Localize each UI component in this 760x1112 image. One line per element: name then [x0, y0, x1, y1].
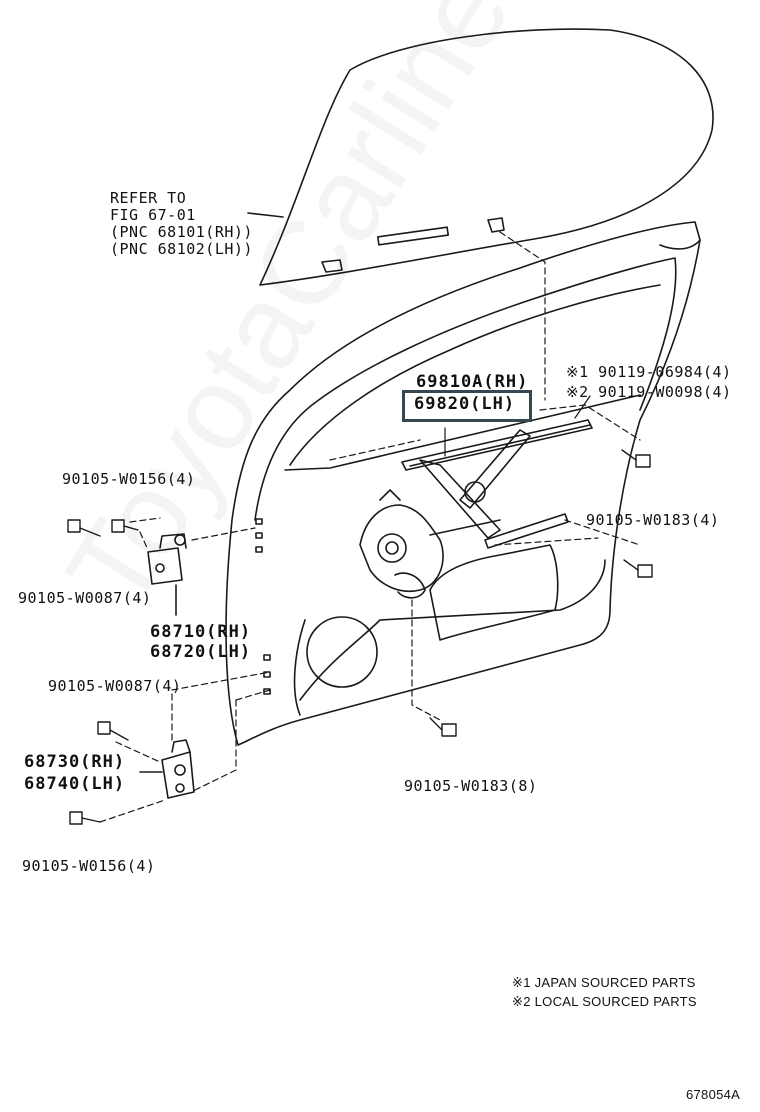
regulator-rh-label[interactable]: 69810A(RH) [416, 372, 529, 392]
dashed-leaders [99, 231, 641, 823]
lower-hinge-lh[interactable]: 68740(LH) [24, 774, 126, 794]
bolt-label-local[interactable]: ※2 90119-W0098(4) [566, 383, 732, 401]
refer-line-4[interactable]: (PNC 68102(LH)) [110, 240, 253, 258]
lower-hinge [139, 739, 195, 799]
lower-hinge-rh[interactable]: 68730(RH) [24, 752, 126, 772]
note-japan: ※1 JAPAN SOURCED PARTS [512, 975, 696, 990]
bolt-label-right[interactable]: 90105-W0183(4) [586, 511, 720, 529]
leaders [444, 395, 591, 457]
bolts [67, 449, 653, 825]
note-local: ※2 LOCAL SOURCED PARTS [512, 994, 697, 1009]
lower-hinge-bolt-top[interactable]: 90105-W0087(4) [48, 677, 182, 695]
bolt-g [69, 811, 101, 825]
upper-hinge-lh[interactable]: 68720(LH) [150, 642, 252, 662]
lower-hinge-bolt-bottom[interactable]: 90105-W0156(4) [22, 857, 156, 875]
upper-hinge [147, 533, 187, 616]
refer-line-2: FIG 67-01 [110, 206, 196, 224]
door-panel [225, 221, 701, 746]
window-regulator [359, 419, 593, 599]
bolt-c [429, 717, 457, 737]
regulator-lh-label[interactable]: 69820(LH) [414, 394, 516, 414]
bolt-label-bottom[interactable]: 90105-W0183(8) [404, 777, 538, 795]
refer-line-3[interactable]: (PNC 68101(RH)) [110, 223, 253, 241]
upper-hinge-bolt-side[interactable]: 90105-W0087(4) [18, 589, 152, 607]
bolt-b [623, 559, 653, 578]
bolt-label-jp[interactable]: ※1 90119-06984(4) [566, 363, 732, 381]
door-holes [255, 518, 271, 695]
bolt-e [111, 519, 139, 533]
window-glass [247, 28, 714, 286]
figure-id: 678054A [686, 1087, 741, 1102]
highlight-box [402, 390, 532, 422]
bolt-d [67, 519, 101, 537]
upper-hinge-bolt-top[interactable]: 90105-W0156(4) [62, 470, 196, 488]
bolt-a [621, 449, 651, 468]
upper-hinge-rh[interactable]: 68710(RH) [150, 622, 252, 642]
refer-line-1: REFER TO [110, 189, 187, 207]
bolt-f [97, 721, 129, 741]
